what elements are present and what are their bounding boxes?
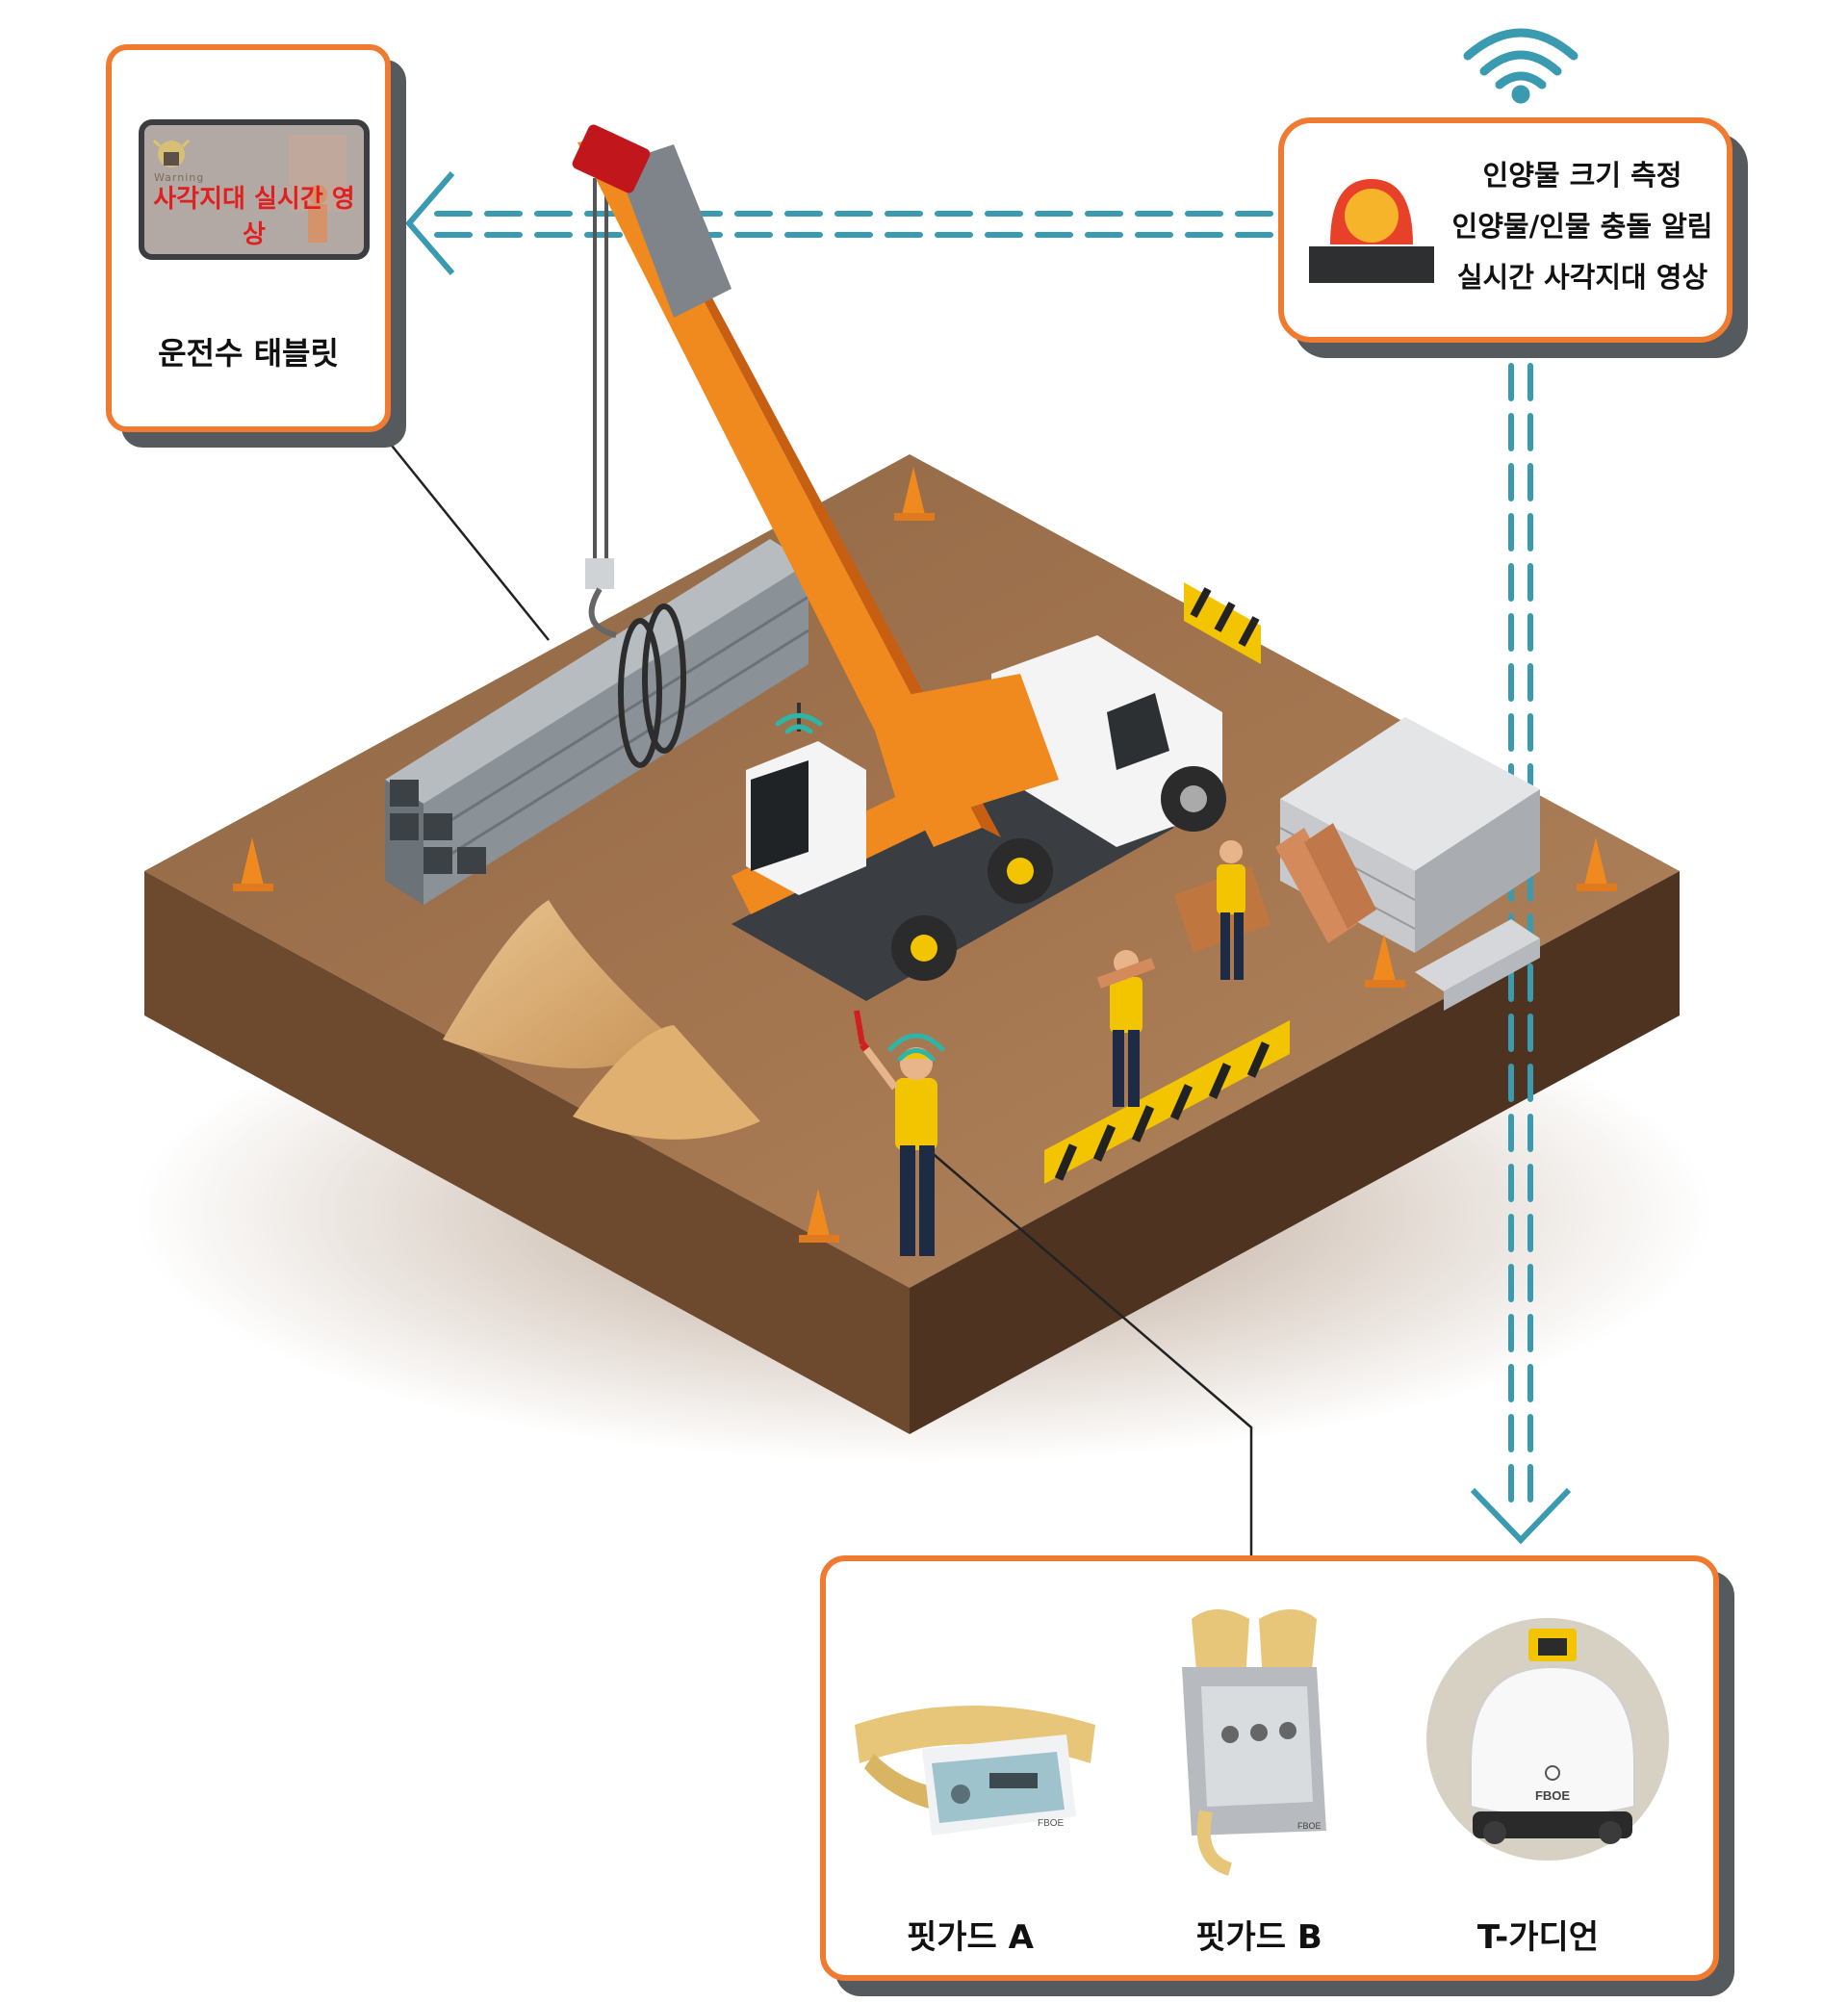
alarm-feature-list: 인양물 크기 측정 인양물/인물 충돌 알림 실시간 사각지대 영상 [1438, 150, 1727, 303]
alarm-card: 인양물 크기 측정 인양물/인물 충돌 알림 실시간 사각지대 영상 [1278, 117, 1732, 343]
product-label: 핏가드 A [907, 1918, 1034, 1957]
fbo-logo-text: FBOE [1038, 1818, 1065, 1829]
worker-carrying [1096, 950, 1156, 1107]
callout-line-products [928, 1149, 1253, 1555]
tablet-screen: Warning 사각지대 실시간 영상 [139, 119, 370, 260]
warning-icon [152, 139, 191, 167]
crane-truck [732, 635, 1226, 1001]
wifi-icon [775, 713, 945, 1062]
barrier-fence [1044, 582, 1290, 1184]
sand-piles [443, 900, 760, 1140]
product-t-guardian: FBOE T-가디언 [1403, 1580, 1673, 1965]
arrow-down-icon [1470, 1487, 1572, 1545]
worker-sawing [1217, 840, 1245, 980]
worker-figure [289, 135, 346, 243]
fitguard-b-device-icon: FBOE [1182, 1609, 1326, 1876]
tablet-card: Warning 사각지대 실시간 영상 운전수 태블릿 [106, 44, 391, 432]
steel-beams [385, 539, 809, 905]
alarm-feature-video: 실시간 사각지대 영상 [1456, 261, 1708, 294]
fbo-logo-text: FBOE [1535, 1788, 1570, 1803]
product-fitguard-a: FBOE 핏가드 A [835, 1580, 1105, 1965]
crane-boom [572, 124, 1059, 847]
traffic-cone [233, 467, 1617, 1243]
fbo-logo-text: FBOE [1297, 1821, 1322, 1831]
product-label: T-가디언 [1476, 1918, 1600, 1957]
tablet-warning-badge: Warning [154, 171, 205, 184]
products-card: FBOE 핏가드 A FBOE 핏가드 B FBOE [820, 1555, 1719, 1981]
t-guardian-robot-icon: FBOE [1426, 1618, 1669, 1861]
product-fitguard-b: FBOE 핏가드 B [1124, 1580, 1394, 1965]
tablet-label: 운전수 태블릿 [158, 335, 339, 372]
callout-line-tablet [379, 430, 550, 641]
product-label: 핏가드 B [1195, 1918, 1322, 1957]
alarm-feature-collision: 인양물/인물 충돌 알림 [1451, 210, 1713, 243]
wifi-icon [1463, 28, 1578, 104]
crane-hook [585, 178, 686, 768]
alarm-feature-size: 인양물 크기 측정 [1482, 159, 1682, 192]
arrow-left-icon [405, 171, 455, 275]
fitguard-a-device-icon: FBOE [855, 1706, 1095, 1836]
tablet-screen-text: 사각지대 실시간 영상 [153, 185, 355, 249]
beacon-icon [1309, 179, 1434, 283]
